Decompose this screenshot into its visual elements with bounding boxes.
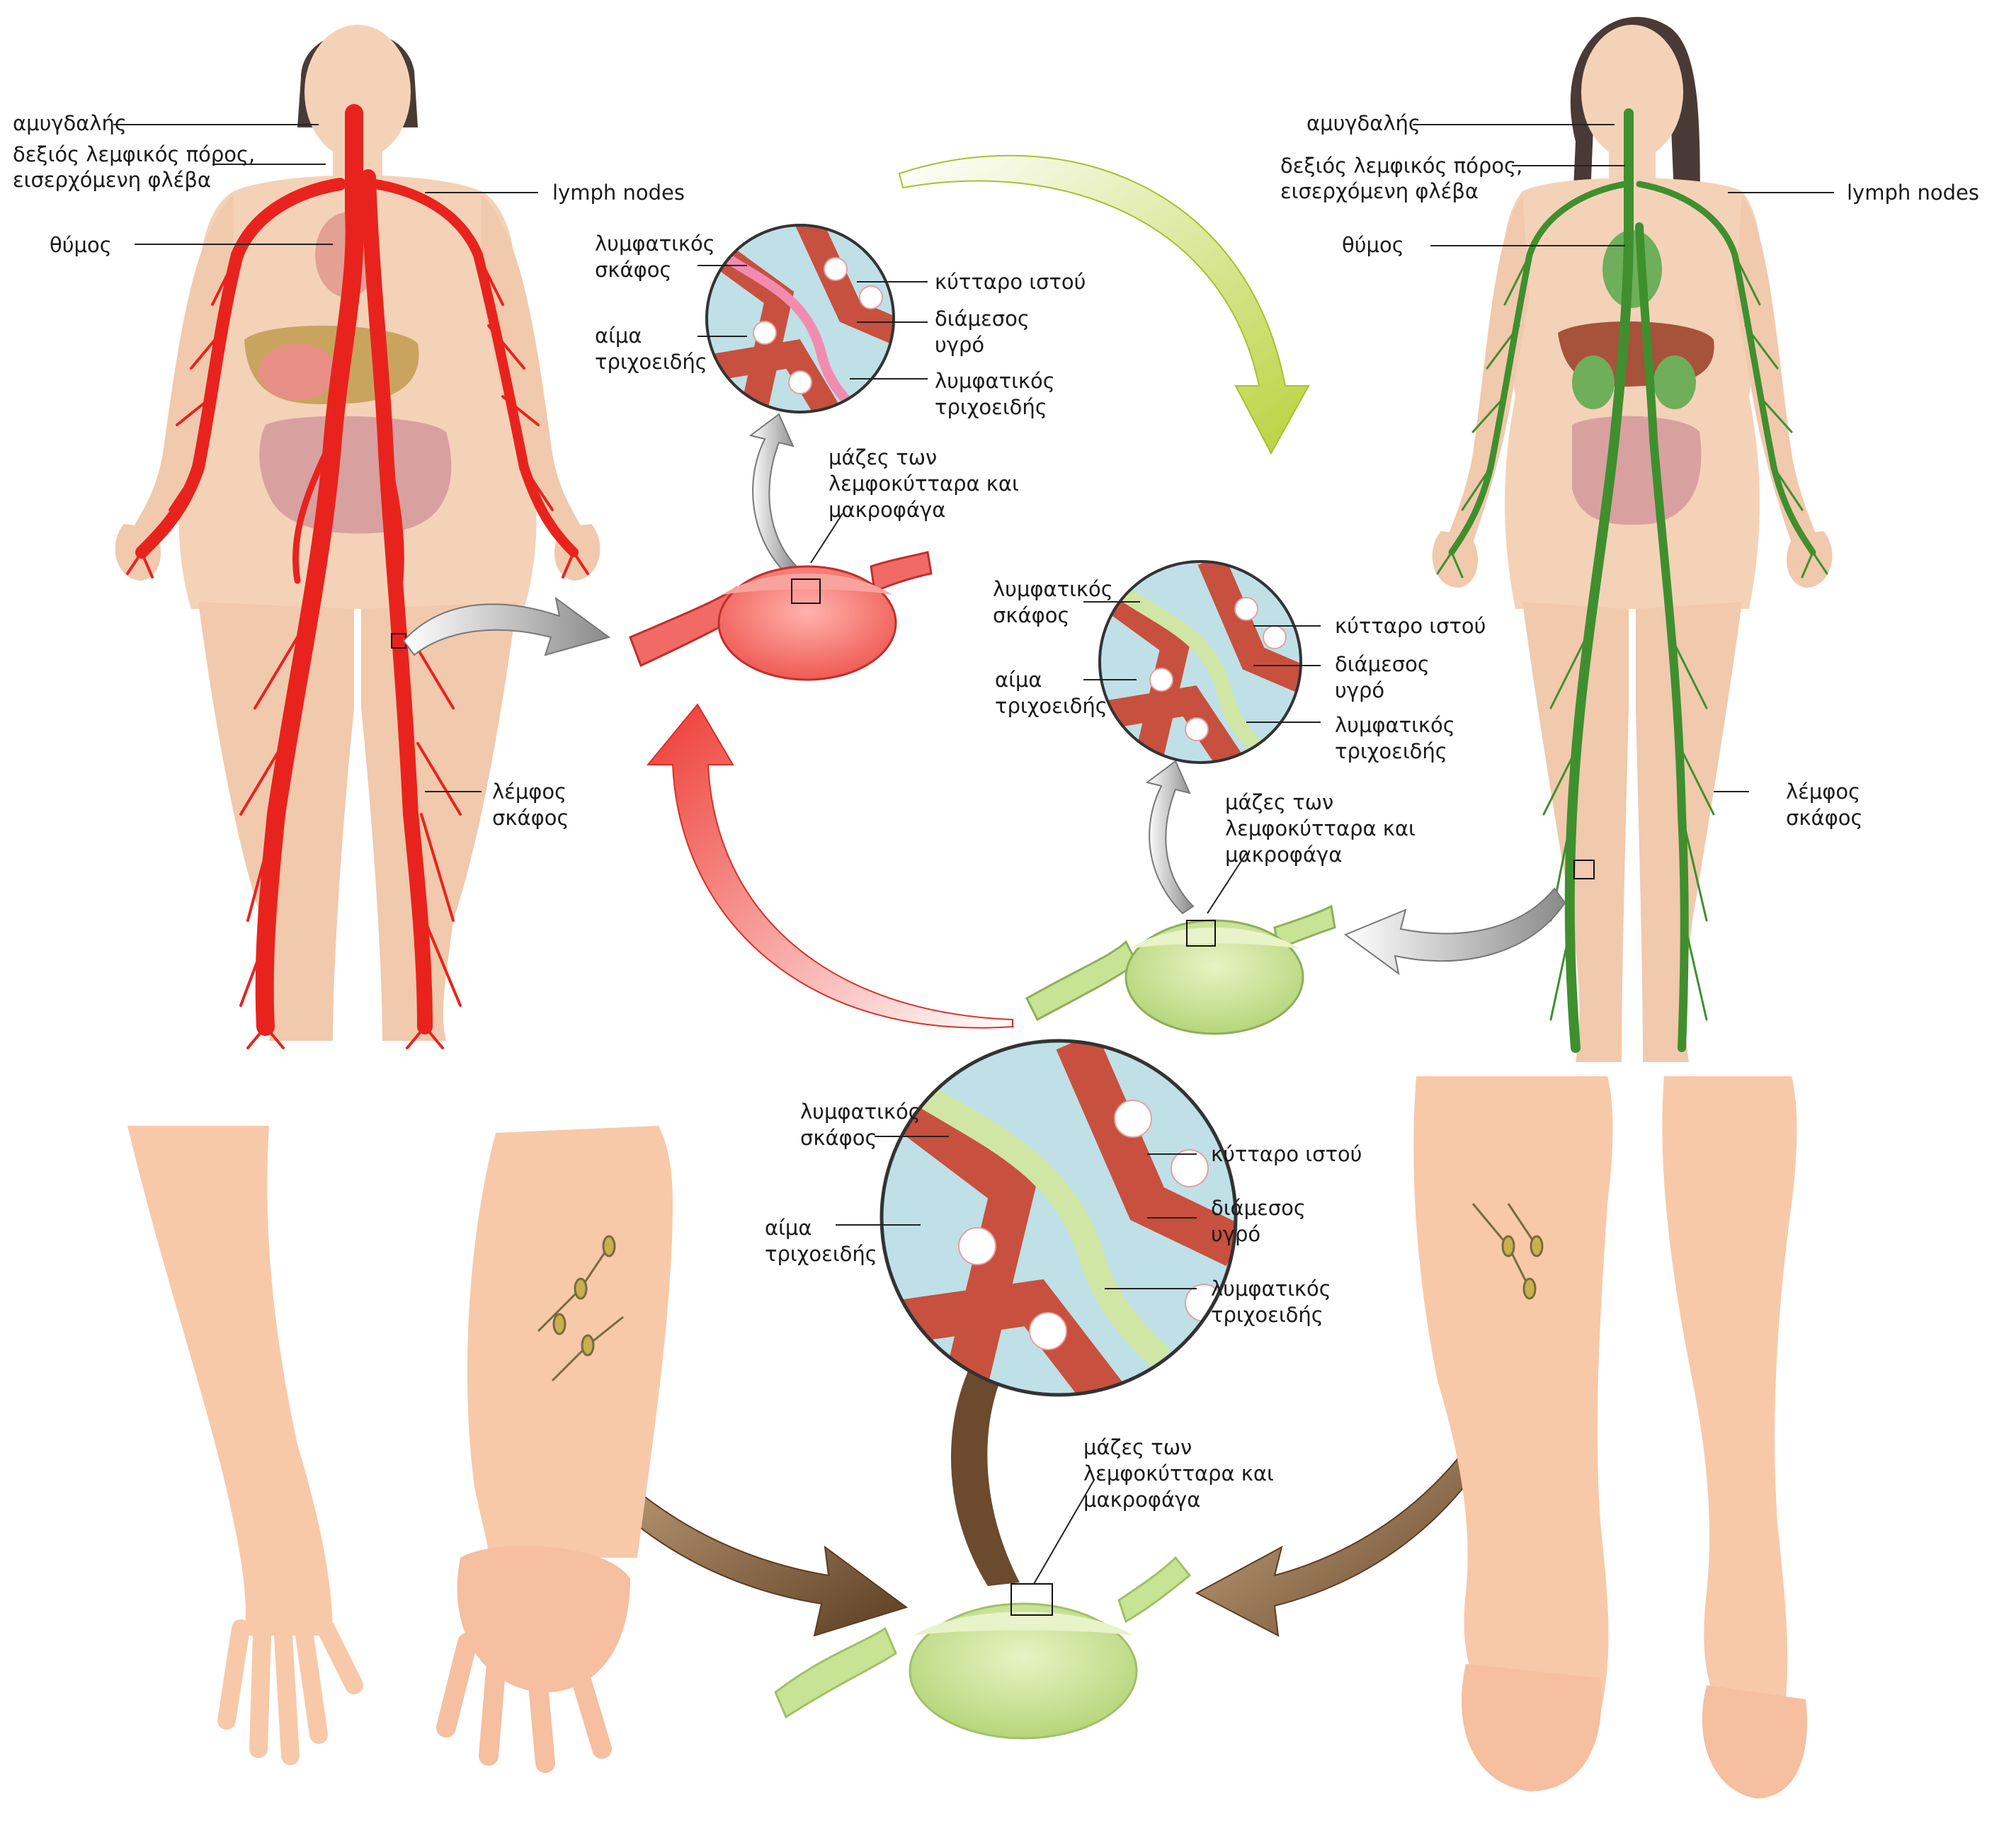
leg-healthy xyxy=(1662,1076,1807,1798)
label-nodes-left: lymph nodes xyxy=(552,181,685,205)
arrow-red-left xyxy=(646,703,1013,1029)
label-blood-cap-bot-1: αίμα xyxy=(765,1216,812,1240)
arm-swollen xyxy=(436,1126,673,1773)
label-tonsil-left: αμυγδαλής xyxy=(13,111,127,135)
tissue-magnify-circle xyxy=(1098,560,1302,764)
lymph-node-red xyxy=(629,551,933,681)
label-lymph-cap-top-2: τριχοειδής xyxy=(935,395,1047,419)
label-masses-mid-1: μάζες των xyxy=(1225,790,1334,814)
label-blood-cap-bot-2: τριχοειδής xyxy=(765,1242,877,1266)
label-interstitial-top-1: διάμεσος xyxy=(935,307,1030,331)
body-silhouette-green xyxy=(1432,16,1833,1062)
label-vessel-left-2: σκάφος xyxy=(492,806,569,830)
label-interstitial-bot-1: διάμεσος xyxy=(1211,1196,1306,1220)
lymph-node-green xyxy=(1025,904,1336,1035)
label-interstitial-mid-2: υγρό xyxy=(1335,678,1385,702)
label-interstitial-mid-1: διάμεσος xyxy=(1335,652,1430,676)
label-lymph-vessel-bot-1: λυμφατικός xyxy=(800,1100,921,1124)
arrow-gray-up-top xyxy=(748,413,798,575)
label-lymph-cap-mid-1: λυμφατικός xyxy=(1335,713,1455,737)
label-thymus-left: θύμος xyxy=(50,233,112,257)
arrow-green-top xyxy=(898,154,1310,455)
label-nodes-right: lymph nodes xyxy=(1847,181,1979,205)
tissue-magnify-circle xyxy=(705,224,895,413)
body-silhouette-red xyxy=(115,25,600,1049)
leader-lines xyxy=(113,124,1834,1585)
label-masses-bot-2: λεμφοκύτταρα και xyxy=(1083,1461,1274,1485)
label-duct-right-2: εισερχόμενη φλέβα xyxy=(1280,179,1479,203)
label-blood-cap-mid-2: τριχοειδής xyxy=(995,694,1108,718)
label-interstitial-top-2: υγρό xyxy=(935,333,985,357)
label-lymph-vessel-top-1: λυμφατικός xyxy=(595,232,715,256)
leg-swollen xyxy=(1413,1076,1613,1791)
label-lymph-cap-bot-2: τριχοειδής xyxy=(1211,1303,1323,1327)
label-blood-cap-top-2: τριχοειδής xyxy=(595,350,707,374)
label-lymph-cap-mid-2: τριχοειδής xyxy=(1335,739,1447,763)
label-tonsil-right: αμυγδαλής xyxy=(1306,111,1421,135)
label-interstitial-bot-2: υγρό xyxy=(1211,1222,1261,1246)
arrow-gray-up-mid xyxy=(1145,760,1195,915)
label-tissue-cell-top: κύτταρο ιστού xyxy=(935,270,1086,294)
label-thymus-right: θύμος xyxy=(1342,233,1404,257)
label-masses-top-3: μακροφάγα xyxy=(829,498,946,522)
label-lymph-cap-bot-1: λυμφατικός xyxy=(1211,1277,1331,1301)
arrow-gray-right xyxy=(1343,887,1566,976)
label-masses-bot-1: μάζες των xyxy=(1083,1435,1192,1459)
label-lymph-cap-top-1: λυμφατικός xyxy=(935,369,1055,393)
label-blood-cap-top-1: αίμα xyxy=(595,324,642,348)
label-duct-left-2: εισερχόμενη φλέβα xyxy=(13,168,211,192)
label-lymph-vessel-bot-2: σκάφος xyxy=(800,1126,877,1150)
label-masses-mid-3: μακροφάγα xyxy=(1225,843,1343,867)
label-masses-top-2: λεμφοκύτταρα και xyxy=(829,472,1019,496)
lymph-node-bottom xyxy=(774,1556,1192,1740)
label-lymph-vessel-mid-2: σκάφος xyxy=(993,603,1070,627)
label-vessel-right-1: λέμφος xyxy=(1786,780,1861,804)
label-tissue-cell-mid: κύτταρο ιστού xyxy=(1335,614,1486,638)
label-masses-mid-2: λεμφοκύτταρα και xyxy=(1225,816,1416,840)
arm-healthy xyxy=(127,1126,363,1765)
label-lymph-vessel-mid-1: λυμφατικός xyxy=(993,577,1113,601)
label-blood-cap-mid-1: αίμα xyxy=(995,668,1042,692)
label-lymph-vessel-top-2: σκάφος xyxy=(595,258,672,282)
label-duct-right-1: δεξιός λεμφικός πόρος, xyxy=(1280,154,1523,178)
label-vessel-left-1: λέμφος xyxy=(492,780,567,804)
arrow-gray-left xyxy=(402,596,611,656)
label-vessel-right-2: σκάφος xyxy=(1786,806,1863,830)
label-masses-bot-3: μακροφάγα xyxy=(1083,1488,1201,1512)
label-masses-top-1: μάζες των xyxy=(829,445,938,469)
label-duct-left-1: δεξιός λεμφικός πόρος, xyxy=(13,142,256,166)
label-tissue-cell-bot: κύτταρο ιστού xyxy=(1211,1142,1362,1166)
